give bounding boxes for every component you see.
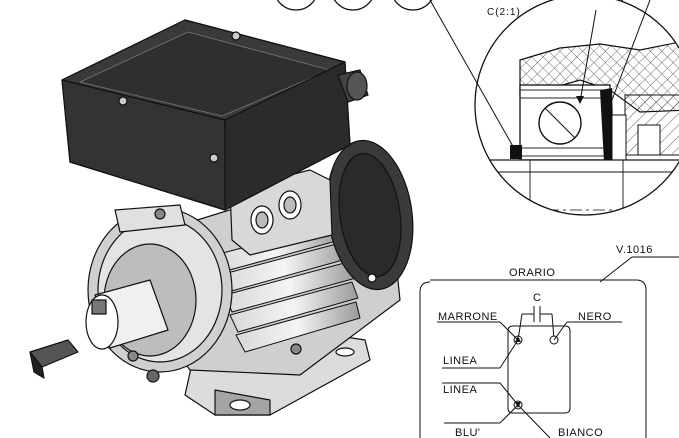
version-label: V.1016 <box>616 244 653 256</box>
capacitor-label: C <box>533 292 541 304</box>
label-nero: NERO <box>578 311 612 323</box>
label-linea-1: LINEA <box>443 355 477 367</box>
detail-c-section: C(2:1) <box>429 0 679 216</box>
wiring-title: ORARIO <box>509 267 555 279</box>
label-marrone: MARRONE <box>438 311 498 323</box>
wiring-labels: V.1016 ORARIO C MARRONE NERO LINEA LINEA… <box>438 244 653 438</box>
label-linea-2: LINEA <box>443 384 477 396</box>
label-blu: BLU' <box>455 427 481 438</box>
wiring-diagram <box>419 256 679 438</box>
motor-illustration <box>29 19 414 416</box>
label-bianco: BIANCO <box>558 427 603 438</box>
detail-label: C(2:1) <box>487 7 521 18</box>
